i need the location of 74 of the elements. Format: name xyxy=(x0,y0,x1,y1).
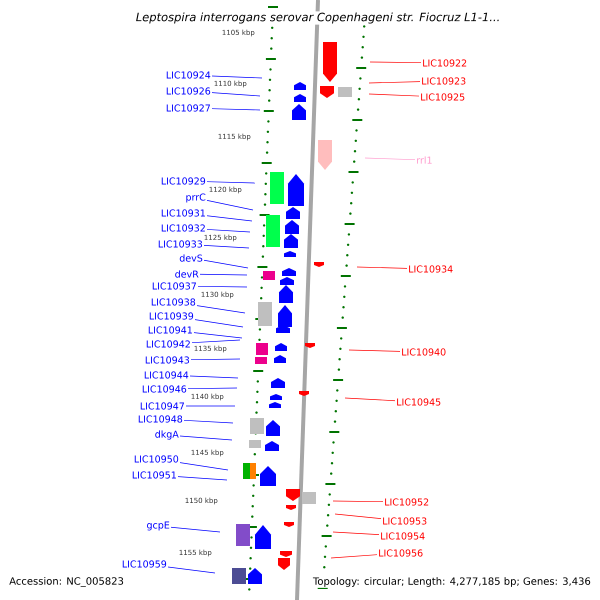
gene-label: LIC10946 xyxy=(142,385,186,393)
gene-label: devS xyxy=(180,254,202,262)
gene-label: dkgA xyxy=(155,430,179,440)
gene-label: rrl1 xyxy=(417,156,432,164)
leader-line xyxy=(180,436,232,440)
gene-label: LIC10933 xyxy=(158,240,202,248)
leader-line xyxy=(370,62,422,64)
leader-line xyxy=(190,358,240,360)
gene-label: LIC10940 xyxy=(402,348,446,356)
leader-line xyxy=(206,181,256,184)
gene-label: LIC10938 xyxy=(152,298,196,306)
leader-line xyxy=(212,92,260,96)
gene-label: LIC10942 xyxy=(146,340,190,348)
gene-label: LIC10934 xyxy=(409,265,453,273)
leader-line xyxy=(212,76,262,78)
gene-label: LIC10927 xyxy=(166,104,210,112)
gene-label: LIC10952 xyxy=(385,498,428,506)
leader-line xyxy=(364,158,416,160)
leader-line xyxy=(334,514,382,519)
gene-label: LIC10937 xyxy=(152,282,196,290)
leader-line xyxy=(168,566,216,574)
leader-line xyxy=(198,286,248,288)
leader-line xyxy=(196,305,246,314)
gene-label: LIC10932 xyxy=(162,224,205,232)
gene-label: LIC10931 xyxy=(162,209,205,217)
gene-label: LIC10948 xyxy=(138,415,182,423)
leader-line xyxy=(206,200,254,210)
leader-line xyxy=(204,260,248,268)
leader-line xyxy=(330,554,378,558)
gene-label: LIC10945 xyxy=(397,398,440,406)
leader-line xyxy=(194,319,244,328)
leader-line xyxy=(192,340,240,344)
gene-label: LIC10954 xyxy=(381,532,425,540)
gene-label: LIC10944 xyxy=(144,371,188,379)
gene-label: devR xyxy=(175,270,199,278)
gene-label: LIC10943 xyxy=(146,356,190,364)
gene-label: LIC10922 xyxy=(423,59,466,67)
gene-label: LIC10926 xyxy=(166,87,210,95)
leader-line xyxy=(368,81,420,84)
gene-label: LIC10959 xyxy=(122,560,166,568)
gene-label: LIC10951 xyxy=(132,471,176,479)
gene-label: LIC10953 xyxy=(383,517,426,525)
leader-line xyxy=(332,532,380,535)
gene-label: LIC10923 xyxy=(422,77,466,85)
leader-line xyxy=(204,245,250,248)
leader-line xyxy=(190,376,238,378)
genome-info-label: Topology: circular; Length: 4,277,185 bp; Genes: 3,436 xyxy=(312,576,592,588)
leader-line xyxy=(170,526,220,532)
accession-label: Accession: NC_005823 xyxy=(9,577,124,587)
leader-line xyxy=(178,476,228,480)
leader-line xyxy=(206,229,250,232)
leader-line xyxy=(348,350,400,352)
title: Leptospira interrogans serovar Copenhageni str. Fiocruz L1-1... xyxy=(134,11,502,25)
gene-label: prrC xyxy=(186,193,206,203)
gene-label: gcpE xyxy=(147,522,170,530)
gene-label: LIC10956 xyxy=(379,549,423,557)
leader-line xyxy=(332,500,384,502)
leader-line xyxy=(184,420,234,424)
leader-line xyxy=(344,398,396,402)
gene-label: LIC10939 xyxy=(150,312,194,320)
gene-label: LIC10924 xyxy=(166,71,210,79)
leader-line xyxy=(180,462,228,470)
gene-label: LIC10925 xyxy=(421,93,464,101)
leader-line xyxy=(368,94,420,96)
leader-line xyxy=(356,266,408,269)
leader-line xyxy=(200,274,248,276)
leader-line xyxy=(188,388,238,390)
leader-line xyxy=(194,332,242,338)
gene-label: LIC10941 xyxy=(148,326,192,334)
leader-line xyxy=(212,108,260,110)
leader-line xyxy=(206,215,252,222)
gene-label: LIC10947 xyxy=(140,402,184,410)
gene-label: LIC10929 xyxy=(162,177,206,185)
gene-label: LIC10950 xyxy=(134,455,178,463)
